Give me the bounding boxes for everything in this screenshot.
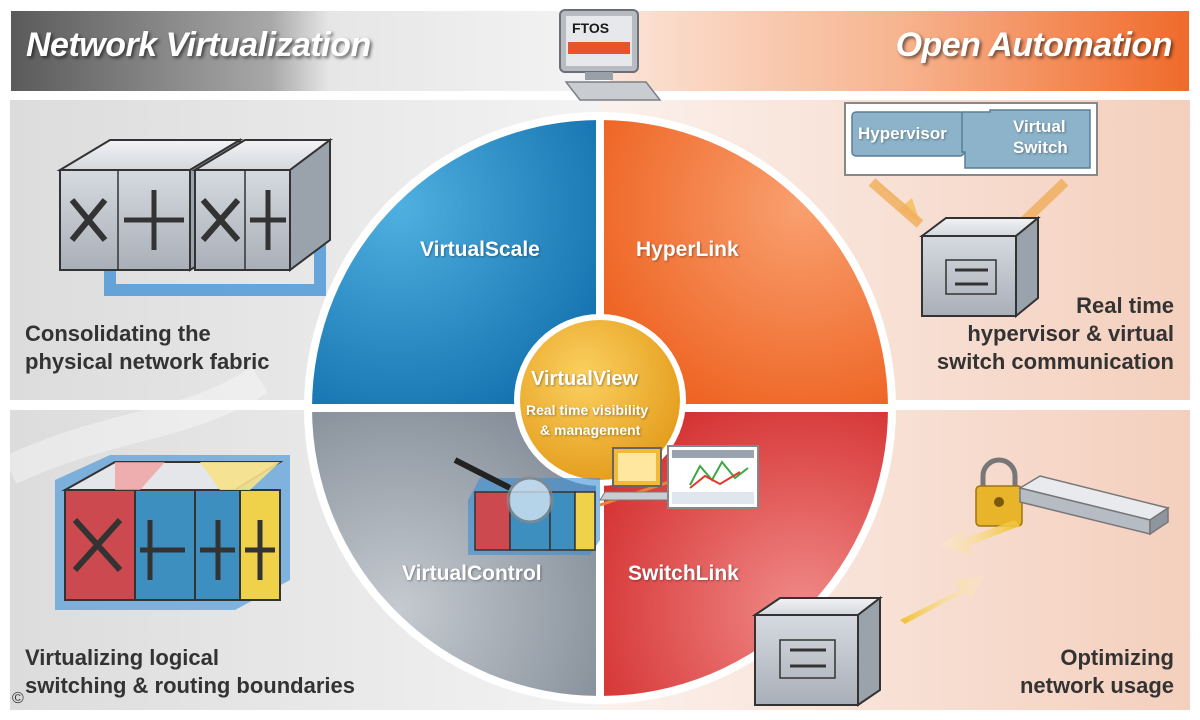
quadrant-label-hyperlink: HyperLink: [636, 238, 739, 261]
consolidated-switches-icon: [56, 138, 333, 296]
network-appliance-icon: [1018, 475, 1170, 536]
ftos-monitor-icon: [559, 9, 662, 101]
server-bottom-right-icon: [751, 595, 883, 707]
virtual-switch-label-line2: Switch: [1013, 138, 1068, 157]
caption-optimizing-line2: network usage: [1019, 673, 1174, 698]
copyright-mark: ©: [12, 690, 24, 707]
quadrant-label-switchlink: SwitchLink: [628, 562, 739, 585]
header-title-network-virtualization: Network Virtualization: [26, 26, 371, 64]
virtual-switch-label-line1: Virtual: [1013, 117, 1066, 136]
caption-virtualizing-line2: switching & routing boundaries: [25, 673, 355, 698]
caption-consolidating-line2: physical network fabric: [25, 349, 270, 374]
center-title-virtualview: VirtualView: [531, 368, 639, 390]
ftos-logo-text: FTOS: [572, 20, 610, 36]
quadrant-label-virtualscale: VirtualScale: [420, 238, 540, 261]
hypervisor-diagram-icon: [844, 102, 1098, 229]
caption-consolidating-line1: Consolidating the: [25, 321, 211, 346]
header-title-open-automation: Open Automation: [895, 26, 1173, 64]
caption-virtualizing-line1: Virtualizing logical: [25, 645, 219, 670]
quadrant-circle: [304, 112, 896, 704]
monitoring-monitor-icon: [599, 445, 759, 509]
caption-optimizing-line1: Optimizing: [1060, 645, 1174, 670]
lock-icon: [975, 457, 1023, 527]
quadrant-label-virtualcontrol: VirtualControl: [402, 562, 542, 585]
center-subtitle-line1: Real time visibility: [526, 402, 649, 418]
server-top-right-icon: [919, 215, 1041, 319]
caption-realtime-line2: hypervisor & virtual: [967, 321, 1174, 346]
caption-realtime-line3: switch communication: [936, 349, 1174, 374]
center-subtitle-line2: & management: [540, 422, 641, 438]
virtual-switch-boxes-icon: [55, 455, 290, 610]
caption-realtime-line1: Real time: [1076, 293, 1174, 318]
virtual-control-box-icon: [453, 457, 600, 555]
optimizing-arrows-icon: [900, 520, 1020, 624]
hypervisor-label: Hypervisor: [858, 124, 947, 143]
